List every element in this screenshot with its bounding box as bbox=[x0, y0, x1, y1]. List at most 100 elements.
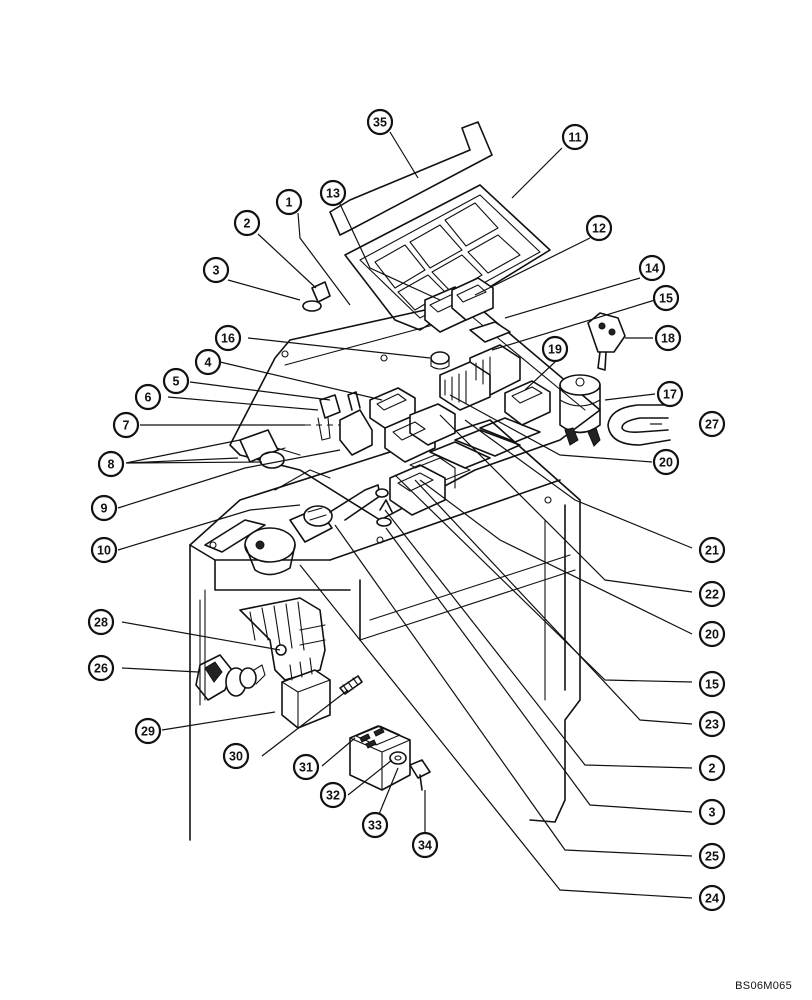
callout-ring bbox=[656, 380, 684, 408]
callout-ring bbox=[698, 536, 726, 564]
callout-7: 7 bbox=[112, 411, 140, 439]
callout-ring bbox=[87, 608, 115, 636]
callout-ring bbox=[698, 884, 726, 912]
callout-23: 23 bbox=[698, 710, 726, 738]
callout-number: 29 bbox=[141, 725, 155, 739]
callout-ring bbox=[652, 284, 680, 312]
callout-10: 10 bbox=[90, 536, 118, 564]
callout-number: 1 bbox=[286, 196, 293, 210]
drawing-reference-code: BS06M065 bbox=[735, 980, 792, 992]
callout-2: 2 bbox=[698, 754, 726, 782]
callout-number: 14 bbox=[645, 262, 659, 276]
callout-number: 22 bbox=[705, 588, 719, 602]
callout-number: 7 bbox=[123, 419, 130, 433]
callout-16: 16 bbox=[214, 324, 242, 352]
callout-number: 5 bbox=[173, 375, 180, 389]
callout-ring bbox=[411, 831, 439, 859]
callout-number: 20 bbox=[705, 628, 719, 642]
callout-ring bbox=[319, 179, 347, 207]
callout-ring bbox=[698, 620, 726, 648]
callout-number: 34 bbox=[418, 839, 432, 853]
callout-number: 3 bbox=[213, 264, 220, 278]
callout-33: 33 bbox=[361, 811, 389, 839]
callout-ring bbox=[652, 448, 680, 476]
callout-26: 26 bbox=[87, 654, 115, 682]
callout-number: 3 bbox=[709, 806, 716, 820]
callout-31: 31 bbox=[292, 753, 320, 781]
callout-ring bbox=[194, 348, 222, 376]
callout-number: 13 bbox=[326, 187, 340, 201]
callout-20: 20 bbox=[698, 620, 726, 648]
callout-number: 2 bbox=[244, 217, 251, 231]
callout-21: 21 bbox=[698, 536, 726, 564]
callout-number: 25 bbox=[705, 850, 719, 864]
callout-34: 34 bbox=[411, 831, 439, 859]
callout-number: 35 bbox=[373, 116, 387, 130]
rocker-switches bbox=[369, 277, 551, 516]
callout-ring bbox=[638, 254, 666, 282]
callout-ring bbox=[698, 710, 726, 738]
callout-30: 30 bbox=[222, 742, 250, 770]
callout-number: 18 bbox=[661, 332, 675, 346]
callout-number: 4 bbox=[205, 356, 212, 370]
callout-13: 13 bbox=[319, 179, 347, 207]
callout-4: 4 bbox=[194, 348, 222, 376]
callout-ring bbox=[275, 188, 303, 216]
callout-ring bbox=[698, 798, 726, 826]
callout-15: 15 bbox=[698, 670, 726, 698]
callout-number: 26 bbox=[94, 662, 108, 676]
callout-18: 18 bbox=[654, 324, 682, 352]
callout-number: 10 bbox=[97, 544, 111, 558]
callout-number: 15 bbox=[659, 292, 673, 306]
callout-number: 11 bbox=[568, 131, 581, 145]
callout-ring bbox=[698, 754, 726, 782]
callout-2: 2 bbox=[233, 209, 261, 237]
callout-22: 22 bbox=[698, 580, 726, 608]
callout-ring bbox=[162, 367, 190, 395]
callout-number: 8 bbox=[108, 458, 115, 472]
callout-20: 20 bbox=[652, 448, 680, 476]
callout-15: 15 bbox=[652, 284, 680, 312]
callout-ring bbox=[541, 335, 569, 363]
callout-number: 6 bbox=[145, 391, 152, 405]
callout-19: 19 bbox=[541, 335, 569, 363]
callout-6: 6 bbox=[134, 383, 162, 411]
callout-ring bbox=[654, 324, 682, 352]
callout-3: 3 bbox=[698, 798, 726, 826]
callout-1: 1 bbox=[275, 188, 303, 216]
callout-ring bbox=[112, 411, 140, 439]
callout-ring bbox=[90, 536, 118, 564]
callout-29: 29 bbox=[134, 717, 162, 745]
callout-ring bbox=[134, 717, 162, 745]
callout-9: 9 bbox=[90, 494, 118, 522]
callout-number: 32 bbox=[326, 789, 340, 803]
callout-3: 3 bbox=[202, 256, 230, 284]
key-switch-assembly bbox=[559, 312, 671, 447]
callout-24: 24 bbox=[698, 884, 726, 912]
callout-ring bbox=[698, 410, 726, 438]
callout-ring bbox=[561, 123, 589, 151]
callout-ring bbox=[698, 842, 726, 870]
callout-12: 12 bbox=[585, 214, 613, 242]
callout-number: 33 bbox=[368, 819, 382, 833]
callout-number: 19 bbox=[548, 343, 562, 357]
callout-11: 11 bbox=[561, 123, 589, 151]
callout-number: 31 bbox=[299, 761, 313, 775]
callout-number: 12 bbox=[592, 222, 606, 236]
callout-14: 14 bbox=[638, 254, 666, 282]
callout-number: 17 bbox=[663, 388, 677, 402]
callout-ring bbox=[202, 256, 230, 284]
callout-number: 30 bbox=[229, 750, 243, 764]
callout-number: 28 bbox=[94, 616, 108, 630]
callout-28: 28 bbox=[87, 608, 115, 636]
lower-components bbox=[195, 597, 431, 791]
rotary-switches bbox=[244, 484, 393, 576]
callout-ring bbox=[97, 450, 125, 478]
callout-ring bbox=[233, 209, 261, 237]
callout-ring bbox=[292, 753, 320, 781]
callout-number: 16 bbox=[221, 332, 235, 346]
callout-number: 2 bbox=[709, 762, 716, 776]
callout-number: 27 bbox=[705, 418, 719, 432]
